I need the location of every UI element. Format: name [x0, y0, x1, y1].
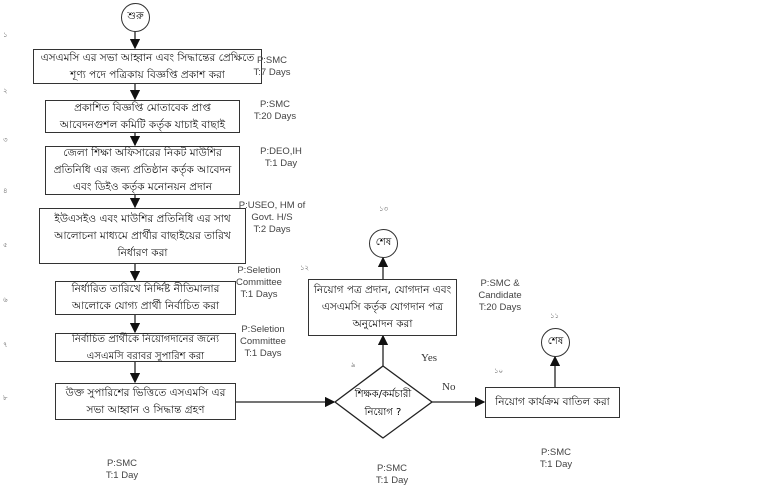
end-node-top: শেষ [369, 229, 398, 258]
step-number: ৩ [3, 136, 8, 144]
step-6: নির্ধারিত তারিখে নির্দ্দিষ্ট নীতিমালার আ… [55, 281, 236, 315]
step-text: নিয়োগ কার্যক্রম বাতিল করা [495, 396, 610, 408]
step-number: ২ [3, 87, 8, 95]
note-step-6: P:Seletion Committee T:1 Days [236, 265, 282, 300]
step-text: নির্ধারিত তারিখে নির্দ্দিষ্ট নীতিমালার আ… [71, 283, 220, 312]
step-number: ৮ [3, 394, 8, 402]
note-step-2: P:SMC T:20 Days [253, 99, 297, 122]
step-2: প্রকাশিত বিজ্ঞপ্তি মোতাবেক প্রাপ্ত আবেদন… [45, 100, 240, 133]
step-number: ১ [3, 31, 8, 39]
yes-branch-step: নিয়োগ পত্র প্রদান, যোগদান এবং এসএমসি কর… [308, 279, 457, 336]
yes-label: Yes [421, 352, 438, 364]
note-decision: P:SMC T:1 Day [375, 463, 409, 486]
step-text: ইউএসইও এবং মাউশির প্রতিনিধি এর সাথ আলোচন… [54, 212, 231, 259]
note-no-branch: P:SMC T:1 Day [539, 447, 573, 470]
step-8: উক্ত সুপারিশের ভিত্তিতে এসএমসি এর সভা আহ… [55, 383, 236, 420]
step-number: ৯ [351, 361, 356, 369]
step-text: উক্ত সুপারিশের ভিত্তিতে এসএমসি এর সভা আহ… [65, 386, 226, 416]
end-label: শেষ [375, 237, 392, 248]
start-node: শুরু [121, 3, 150, 32]
step-3: জেলা শিক্ষা অফিসারের নিকট মাউশির প্রতিনি… [45, 146, 240, 195]
step-1: এসএমসি এর সভা আহ্বান এবং সিদ্ধান্তের প্র… [33, 49, 262, 84]
step-number: ৫ [3, 241, 8, 249]
decision-text: শিক্ষক/কর্মচারী নিয়োগ ? [354, 389, 412, 418]
note-step-3: P:DEO,IH T:1 Day [260, 146, 302, 169]
step-text: এসএমসি এর সভা আহ্বান এবং সিদ্ধান্তের প্র… [40, 51, 255, 81]
step-7: নির্বাচিত প্রার্থীকে নিয়োগদানের জন্যে এ… [55, 333, 236, 362]
note-step-5: P:USEO, HM of Govt. H/S T:2 Days [238, 200, 306, 235]
step-text: নির্বাচিত প্রার্থীকে নিয়োগদানের জন্যে এ… [72, 333, 219, 362]
end-node-right: শেষ [541, 328, 570, 357]
start-label: শুরু [127, 11, 144, 22]
note-step-7: P:Seletion Committee T:1 Days [240, 324, 286, 359]
step-text: নিয়োগ পত্র প্রদান, যোগদান এবং এসএমসি কর… [313, 284, 452, 330]
step-text: প্রকাশিত বিজ্ঞপ্তি মোতাবেক প্রাপ্ত আবেদন… [59, 101, 226, 131]
note-yes-branch: P:SMC & Candidate T:20 Days [478, 278, 522, 313]
step-number: ১২ [300, 264, 310, 272]
step-number: ১৩ [379, 205, 389, 213]
decision-diamond [333, 365, 434, 439]
no-label: No [442, 381, 456, 393]
step-number: ১১ [550, 312, 560, 320]
step-number: ৪ [3, 187, 8, 195]
step-number: ১০ [494, 367, 504, 375]
step-number: ৭ [3, 341, 8, 349]
step-5: ইউএসইও এবং মাউশির প্রতিনিধি এর সাথ আলোচন… [39, 208, 246, 264]
note-step-1: P:SMC T:7 Days [253, 55, 291, 78]
step-text: জেলা শিক্ষা অফিসারের নিকট মাউশির প্রতিনি… [53, 147, 232, 193]
end-label: শেষ [547, 336, 564, 347]
no-branch-step: নিয়োগ কার্যক্রম বাতিল করা [485, 387, 620, 418]
step-number: ৬ [3, 296, 8, 304]
note-step-8: P:SMC T:1 Day [105, 458, 139, 481]
